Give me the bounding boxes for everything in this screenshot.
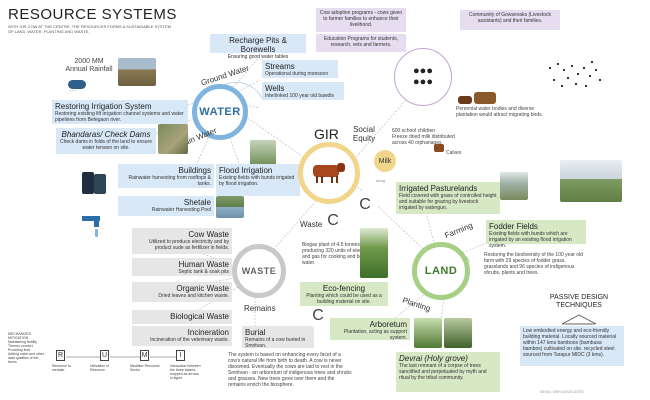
compost-node-1: C	[322, 210, 344, 232]
social-equity-label: Social Equity	[352, 125, 376, 143]
gir-cow-icon	[309, 162, 349, 184]
milk-node: Milk	[374, 150, 396, 172]
waste-connector-label: Waste	[300, 220, 323, 229]
legend-i: I	[176, 350, 185, 361]
gir-hub	[298, 142, 360, 204]
legend-m: M	[140, 350, 149, 361]
legend-heading: MECHANIZED MITIGATION Maintaining fertil…	[8, 332, 44, 364]
flood-irrigation-box: Flood Irrigation Existing fields with bu…	[216, 164, 300, 196]
legend-r: R	[56, 350, 65, 361]
community-box: Community of Gowsevaks (Livestock assist…	[460, 10, 560, 30]
tap-icon	[78, 210, 106, 240]
irrigated-pasturelands-box: Irrigated Pasturelands Field covered wit…	[396, 182, 500, 214]
cow-adopted-icon	[458, 96, 472, 104]
water-tank-icon	[80, 168, 108, 196]
compost-node-2: C	[352, 192, 378, 218]
legend-i-desc: Interaction between the three factors, m…	[170, 364, 201, 380]
rainfall-label: 2000 MM Annual Rainfall	[65, 58, 113, 73]
legend-u: U	[100, 350, 109, 361]
waste-hub: WASTE	[232, 244, 286, 298]
water-bodies-note: Perennial water bodies and diverse plant…	[456, 106, 543, 118]
burial-box: Burial Remains of a cow buried in Smritv…	[242, 326, 314, 349]
arboretum-photo	[414, 318, 442, 348]
water-flood-link	[224, 124, 246, 181]
devrai-box: Devrai (Holy grove) The last remnant of …	[396, 352, 500, 392]
arboretum-box: Arboretum Plantation, acting as support …	[330, 318, 410, 341]
buildings-box: Buildings Rainwater harvesting from roof…	[118, 164, 214, 188]
check-dam-photo	[158, 124, 188, 154]
water-hub: WATER	[192, 84, 248, 140]
rainfall-photo	[118, 58, 156, 86]
fodder-fields-box: Fodder Fields Existing fields with bunds…	[486, 220, 586, 249]
calves-label: Calves	[446, 150, 462, 156]
bullock-icon	[474, 92, 496, 104]
education-box: Education Programs for students, researc…	[316, 34, 406, 52]
devrai-photo	[444, 318, 472, 348]
eco-fencing-photo	[360, 228, 388, 278]
legend-m-desc: Mediator Resource Sector	[130, 364, 160, 372]
flood-photo	[250, 140, 276, 166]
footer-credit: NEHAL SINH ASSOCIATES	[540, 390, 584, 394]
passive-design-box: Low embodied energy and eco-friendly bui…	[520, 326, 624, 366]
birds-icon	[540, 56, 610, 96]
streams-box: Streams Operational during monsoon	[262, 60, 338, 78]
legend-arrows	[66, 356, 176, 358]
legend-u-desc: Utilization of Resource	[90, 364, 110, 372]
dung-label: dung	[376, 178, 385, 183]
check-dams-box: Bhandaras/ Check Dams Check dams in fold…	[56, 128, 156, 154]
fodder-photo	[560, 160, 622, 202]
land-hub: LAND	[412, 242, 470, 300]
rain-cloud-icon: ′ ′ ′	[64, 78, 90, 96]
cow-waste-box: Cow Waste Utilized to produce electricit…	[132, 228, 232, 254]
pasture-photo	[500, 172, 528, 200]
cow-adoption-box: Cow adoption programs - cows given to fa…	[316, 8, 406, 32]
incineration-box: Incineration Incineration of the veterin…	[132, 326, 232, 346]
system-note: The system is based on enhancing every f…	[228, 352, 352, 388]
human-waste-box: Human Waste Septic tank & soak pits	[132, 258, 232, 276]
people-icon: ●●●●●●	[413, 65, 433, 88]
gir-hub-label: GIR	[314, 126, 339, 142]
compost-node-3: C	[306, 304, 330, 328]
biogas-note: Biogas plant of 4.5 tonnes producing 320…	[302, 242, 380, 266]
restoring-irrigation-box: Restoring Irrigation System Restoring ex…	[52, 100, 188, 124]
eco-fencing-box: Eco-fencing Planting which could be used…	[300, 282, 388, 306]
biological-waste-box: Biological Waste	[132, 310, 232, 324]
wells-box: Wells Interlinked 100 year old bawdis	[262, 82, 344, 100]
milk-label: Milk	[378, 157, 392, 165]
page-subtitle: WITH GIR COW AT THE CENTRE, THE RESOURCE…	[8, 24, 171, 34]
remains-label: Remains	[244, 304, 276, 313]
water-hub-label: WATER	[199, 106, 241, 118]
page-title: RESOURCE SYSTEMS	[8, 6, 177, 23]
house-icon	[560, 312, 598, 325]
recharge-pits-box: Recharge Pits & Borewells Ensuring good …	[210, 34, 306, 60]
calf-icon	[434, 144, 444, 152]
organic-waste-box: Organic Waste Dried leaves and kitchen w…	[132, 282, 232, 302]
waste-hub-label: WASTE	[241, 266, 277, 276]
passive-design-title: PASSIVE DESIGN TECHNIQUES	[549, 294, 609, 309]
shetale-photo	[216, 196, 244, 218]
legend-r-desc: Resource to mediate	[52, 364, 71, 372]
shetale-box: Shetale Rainwater Harvesting Pool	[118, 196, 214, 216]
land-hub-label: LAND	[424, 265, 458, 277]
social-equity-hub: ●●●●●●	[394, 48, 452, 106]
milk-note: 600 school children Freeze dried milk di…	[392, 128, 455, 146]
biodiversity-note: Restoring the biodiversity of the 100 ye…	[484, 252, 583, 276]
